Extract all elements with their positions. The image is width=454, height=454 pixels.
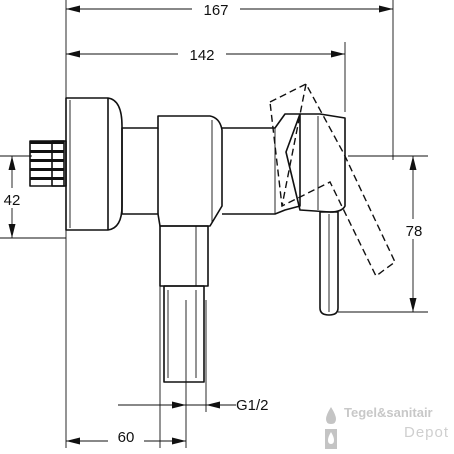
body-width-label: 142 bbox=[189, 47, 214, 64]
watermark-brand: Tegel&sanitair bbox=[344, 405, 433, 420]
faucet-drawing bbox=[29, 83, 396, 383]
valve-body bbox=[121, 115, 223, 227]
wall-rosette bbox=[65, 97, 123, 231]
inlet-height-label: 42 bbox=[4, 192, 21, 209]
extension-lines bbox=[0, 0, 428, 448]
lever-handle bbox=[319, 211, 339, 316]
valve-neck bbox=[222, 113, 301, 215]
overall-width-label: 167 bbox=[203, 2, 228, 19]
outlet-pipe bbox=[159, 225, 209, 383]
inlet-thread bbox=[29, 140, 67, 187]
watermark-sub: Depot bbox=[404, 424, 450, 441]
dimension-thread: G1/2 bbox=[118, 397, 269, 414]
dimension-inlet-height: 42 bbox=[0, 156, 26, 238]
water-drop-icon bbox=[325, 407, 337, 449]
dimension-handle-height: 78 bbox=[397, 156, 431, 312]
dimension-overall-width: 167 bbox=[66, 0, 393, 19]
thread-label: G1/2 bbox=[236, 397, 269, 414]
lever-head bbox=[285, 113, 346, 213]
dimension-outlet-offset: 60 bbox=[66, 426, 186, 446]
handle-height-label: 78 bbox=[406, 223, 423, 240]
lever-rotated-outline bbox=[269, 83, 396, 278]
dimension-body-width: 142 bbox=[66, 45, 345, 64]
outlet-offset-label: 60 bbox=[118, 429, 135, 446]
